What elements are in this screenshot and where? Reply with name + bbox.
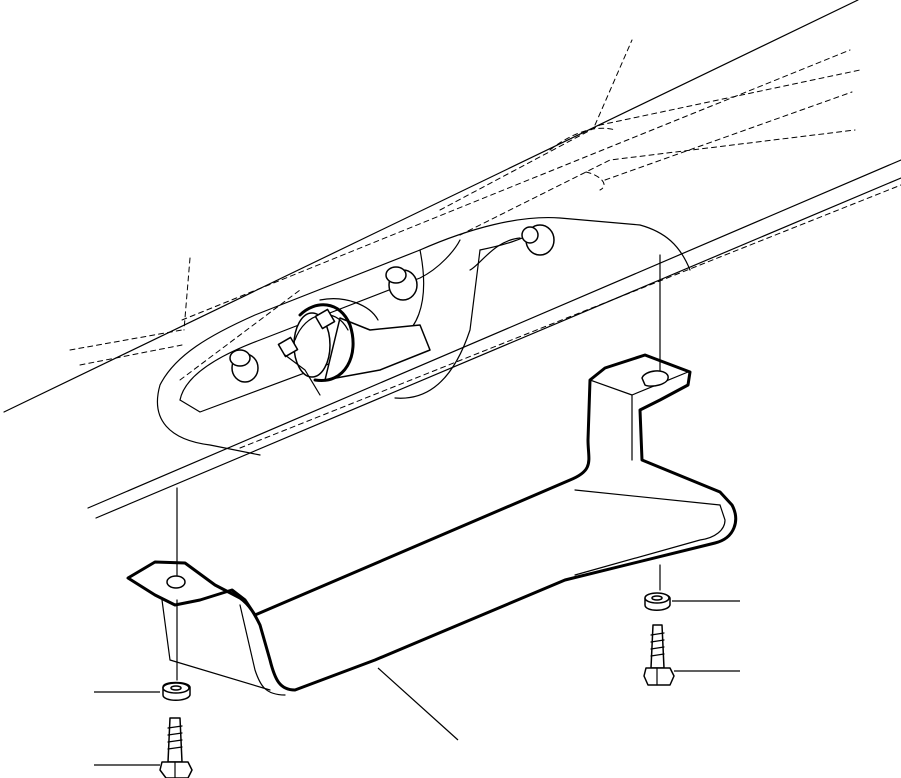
bolt-right xyxy=(643,624,675,686)
frame-rail xyxy=(3,0,901,519)
muffler-bracket xyxy=(126,353,738,696)
callout-leaders xyxy=(94,600,740,766)
assembly-lines xyxy=(176,254,661,681)
leader-bracket xyxy=(377,667,459,741)
washer-right xyxy=(644,592,671,611)
stud-pins xyxy=(229,224,555,383)
tail-pipe-phantom xyxy=(69,39,861,381)
washer-left xyxy=(162,681,191,701)
bolt-left xyxy=(159,717,193,778)
hanger-plate xyxy=(156,216,691,456)
pipe-clamp xyxy=(277,298,431,396)
